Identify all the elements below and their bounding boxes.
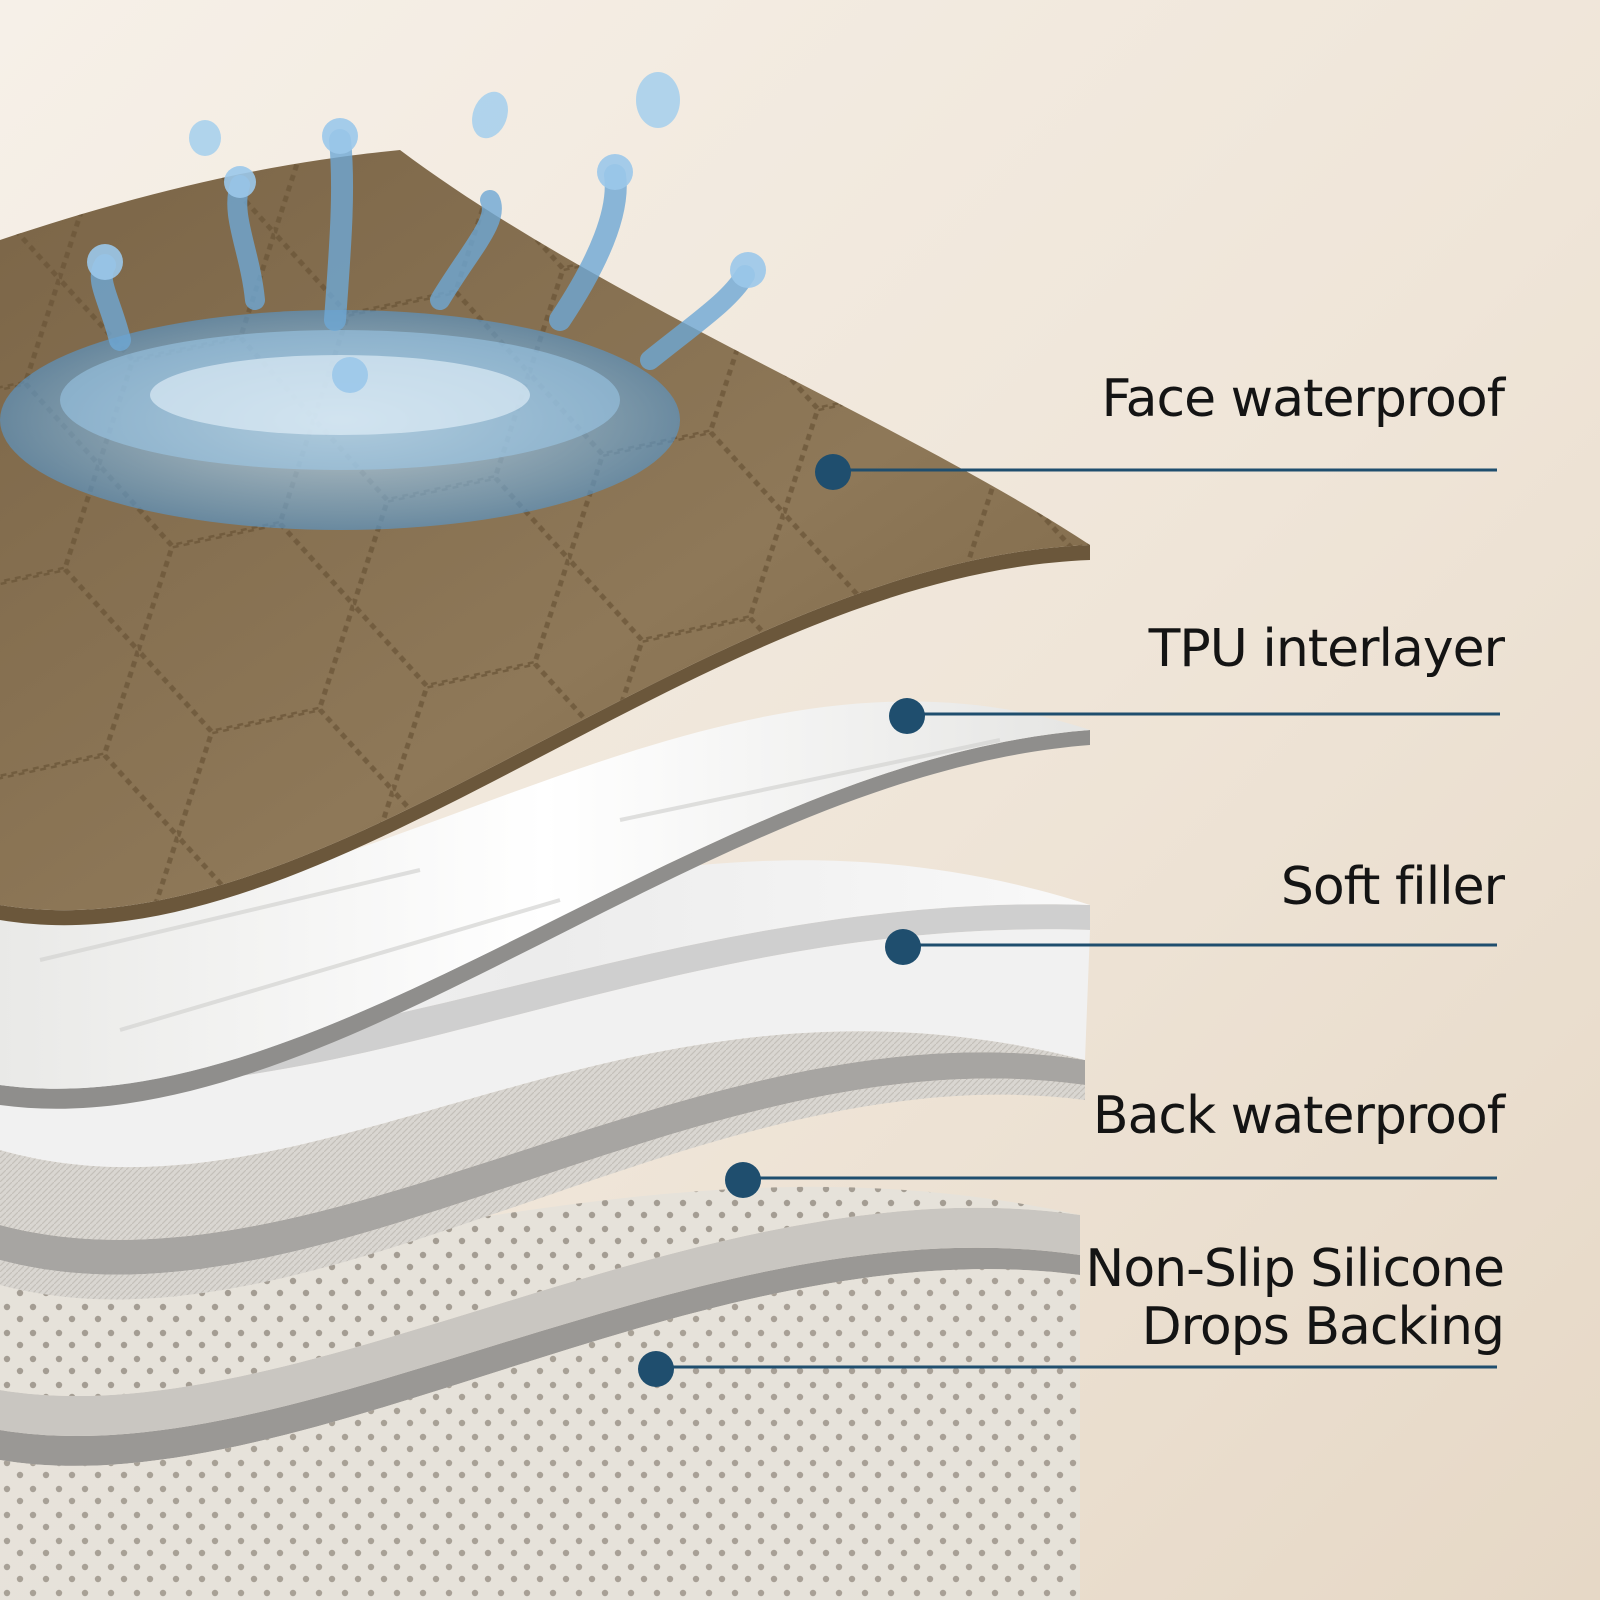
leader-back-waterproof bbox=[725, 1162, 1497, 1198]
leader-silicone-backing bbox=[638, 1351, 1497, 1387]
leader-soft-filler bbox=[885, 929, 1497, 965]
label-tpu-interlayer: TPU interlayer bbox=[1148, 619, 1505, 679]
tpu-interlayer-layer bbox=[0, 701, 1090, 1109]
marker-tpu-interlayer bbox=[889, 698, 925, 734]
water-splash-icon bbox=[0, 72, 766, 530]
back-waterproof-layer bbox=[0, 1031, 1085, 1300]
label-face-waterproof: Face waterproof bbox=[1101, 369, 1505, 429]
marker-back-waterproof bbox=[725, 1162, 761, 1198]
leader-face-waterproof bbox=[815, 454, 1497, 490]
leader-tpu-interlayer bbox=[889, 698, 1500, 734]
marker-silicone-backing bbox=[638, 1351, 674, 1387]
label-back-waterproof: Back waterproof bbox=[1092, 1086, 1505, 1146]
marker-soft-filler bbox=[885, 929, 921, 965]
label-silicone-backing-line1: Non-Slip Silicone bbox=[1085, 1239, 1505, 1299]
label-silicone-backing-line2: Drops Backing bbox=[1141, 1297, 1505, 1358]
label-soft-filler: Soft filler bbox=[1280, 857, 1505, 917]
marker-face-waterproof bbox=[815, 454, 851, 490]
silicone-backing-layer bbox=[0, 1186, 1080, 1600]
label-silicone-backing: Non-Slip Silicone Drops Backing bbox=[984, 1239, 1505, 1358]
